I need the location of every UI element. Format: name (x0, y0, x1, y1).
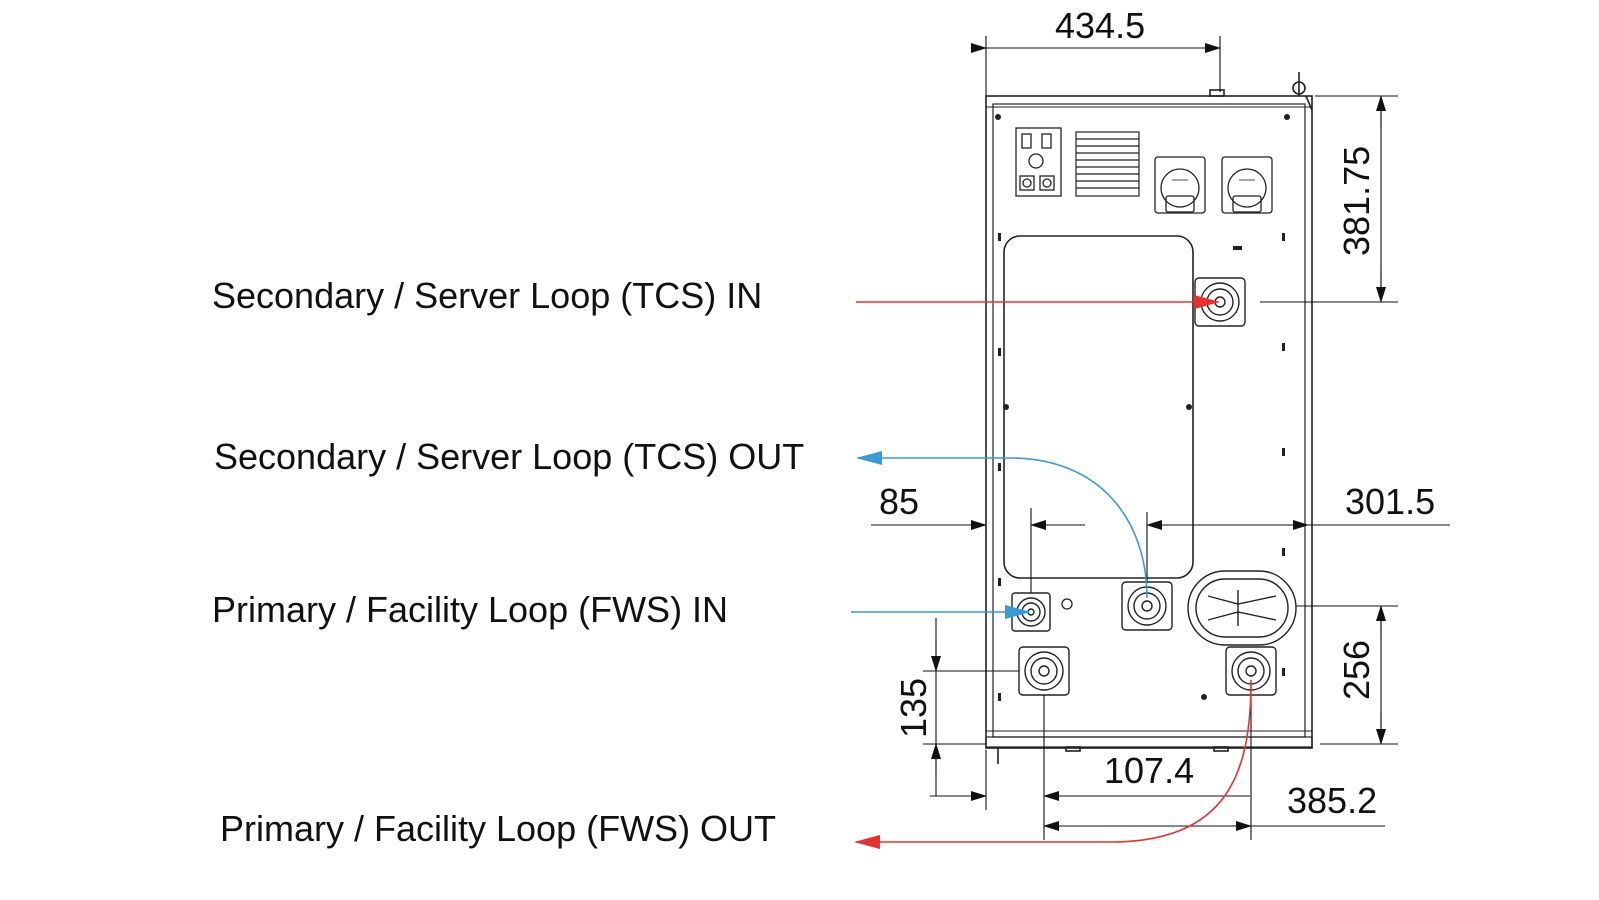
label-secondary-in: Secondary / Server Loop (TCS) IN (212, 275, 762, 316)
port-lower-left (1018, 646, 1070, 696)
vent-grille (1075, 131, 1140, 197)
cable-gland-oval (1187, 570, 1297, 646)
label-secondary-out: Secondary / Server Loop (TCS) OUT (214, 436, 804, 477)
label-primary-in: Primary / Facility Loop (FWS) IN (212, 589, 728, 630)
mounting-holes (995, 114, 1290, 701)
dim-301-5: 301.5 (1345, 481, 1435, 522)
small-hole (1061, 598, 1073, 610)
dim-385-2: 385.2 (1287, 780, 1377, 821)
dim-height-right-top: 381.75 (1336, 146, 1377, 256)
access-panel (1003, 235, 1194, 579)
primary-out-arrow (854, 679, 1252, 849)
power-socket-1 (1154, 156, 1206, 214)
dimension-lines (871, 36, 1450, 840)
dim-height-right-bottom: 256 (1336, 640, 1377, 700)
dim-107-4: 107.4 (1104, 750, 1194, 791)
secondary-out-arrow (856, 451, 1148, 599)
power-socket-2 (1221, 156, 1273, 214)
dim-height-left-bottom: 135 (893, 678, 934, 738)
dim-width-top: 434.5 (1055, 5, 1145, 46)
cabinet (985, 72, 1313, 764)
dim-85: 85 (879, 481, 919, 522)
control-panel (1015, 127, 1062, 197)
label-primary-out: Primary / Facility Loop (FWS) OUT (220, 808, 776, 849)
